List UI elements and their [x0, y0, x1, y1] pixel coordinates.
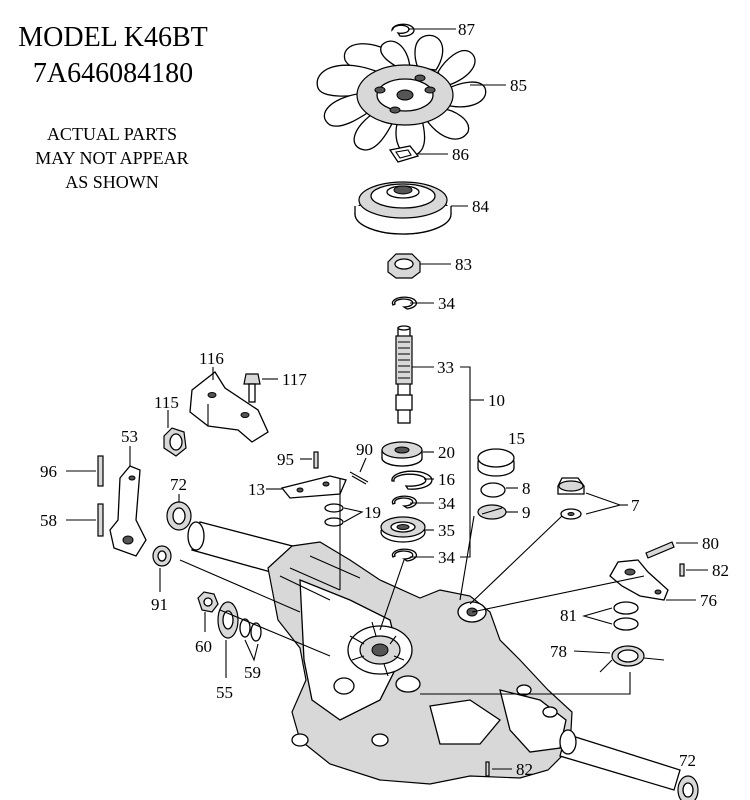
callout-78: 78 — [550, 642, 567, 661]
part-96-pin — [97, 455, 104, 487]
part-72-oil-seal-left — [166, 501, 192, 531]
callout-35: 35 — [438, 521, 455, 540]
callout-55: 55 — [216, 683, 233, 702]
callout-10: 10 — [488, 391, 505, 410]
part-90-spring — [349, 471, 369, 485]
part-33-input-shaft — [395, 325, 413, 424]
callout-9: 9 — [522, 503, 531, 522]
callout-72-right: 72 — [679, 751, 696, 770]
part-53-control-arm — [109, 465, 147, 557]
transaxle-housing — [267, 541, 573, 785]
callout-84: 84 — [472, 197, 490, 216]
part-35-ball-bearing — [380, 516, 426, 543]
callout-87: 87 — [458, 20, 476, 39]
part-84-pulley — [354, 181, 452, 235]
callout-115: 115 — [154, 393, 179, 412]
part-87-retaining-ring — [391, 23, 415, 37]
part-115-seal — [163, 427, 187, 457]
callout-86: 86 — [452, 145, 469, 164]
callout-34-middle: 34 — [438, 494, 456, 513]
part-34-retaining-ring-lower — [391, 548, 418, 562]
callout-13: 13 — [248, 480, 265, 499]
part-60-nut — [197, 591, 219, 613]
part-117-bolt — [243, 373, 261, 403]
note-line-2: MAY NOT APPEAR — [35, 148, 189, 168]
part-116-bracket — [189, 371, 269, 443]
callout-34-upper: 34 — [438, 294, 456, 313]
callout-76: 76 — [700, 591, 717, 610]
note-line-1: ACTUAL PARTS — [46, 124, 178, 144]
note-line-3: AS SHOWN — [65, 172, 159, 192]
part-82-pin-lower — [485, 761, 490, 777]
model-title: MODEL K46BT — [18, 22, 208, 53]
callout-15: 15 — [508, 429, 525, 448]
part-20-spacer — [381, 441, 423, 467]
callout-80: 80 — [702, 534, 719, 553]
part-8-o-ring — [480, 482, 506, 498]
part-19-washers — [324, 503, 344, 527]
callout-82-lower: 82 — [516, 760, 533, 779]
part-76-control-arm — [609, 559, 669, 601]
callout-85: 85 — [510, 76, 527, 95]
part-15-plug — [477, 448, 515, 477]
callout-90: 90 — [356, 440, 373, 459]
callout-8: 8 — [522, 479, 531, 498]
callout-7: 7 — [631, 496, 640, 515]
callout-34-lower: 34 — [438, 548, 456, 567]
part-85-cooling-fan — [316, 34, 487, 156]
part-number: 7A646084180 — [32, 58, 194, 89]
callout-58: 58 — [40, 511, 57, 530]
callout-59: 59 — [244, 663, 261, 682]
callout-91: 91 — [151, 595, 168, 614]
leader-lines — [179, 478, 645, 695]
part-59-shims — [239, 618, 262, 642]
callout-95: 95 — [277, 450, 294, 469]
part-13-linkage — [280, 475, 347, 499]
callout-83: 83 — [455, 255, 472, 274]
part-91-washer — [152, 545, 172, 567]
part-34-retaining-ring-middle — [391, 495, 418, 509]
callout-72-left: 72 — [170, 475, 187, 494]
callout-82-upper: 82 — [712, 561, 729, 580]
part-9-washer — [477, 504, 507, 520]
callout-96: 96 — [40, 462, 57, 481]
callout-81: 81 — [560, 606, 577, 625]
part-55-washer — [217, 601, 239, 639]
part-83-nut — [387, 253, 421, 279]
part-82-pin-upper — [679, 563, 685, 577]
part-86-washer — [388, 145, 420, 163]
part-7-bypass-valve — [557, 477, 585, 520]
callout-20: 20 — [438, 443, 455, 462]
axle-shaft-right — [559, 729, 681, 791]
part-81-washers — [613, 601, 639, 631]
part-80-pin — [645, 541, 675, 559]
part-34-retaining-ring-upper — [391, 296, 418, 310]
part-95-pin — [313, 451, 319, 469]
callout-16: 16 — [438, 470, 455, 489]
callout-60: 60 — [195, 637, 212, 656]
callout-116: 116 — [199, 349, 224, 368]
callout-19: 19 — [364, 503, 381, 522]
part-58-pin — [97, 503, 104, 537]
part-72-oil-seal-right — [677, 775, 699, 800]
callout-53: 53 — [121, 427, 138, 446]
callout-117: 117 — [282, 370, 307, 389]
callout-33: 33 — [437, 358, 454, 377]
part-78-torsion-spring — [599, 645, 665, 673]
part-16-snap-ring — [391, 470, 433, 490]
